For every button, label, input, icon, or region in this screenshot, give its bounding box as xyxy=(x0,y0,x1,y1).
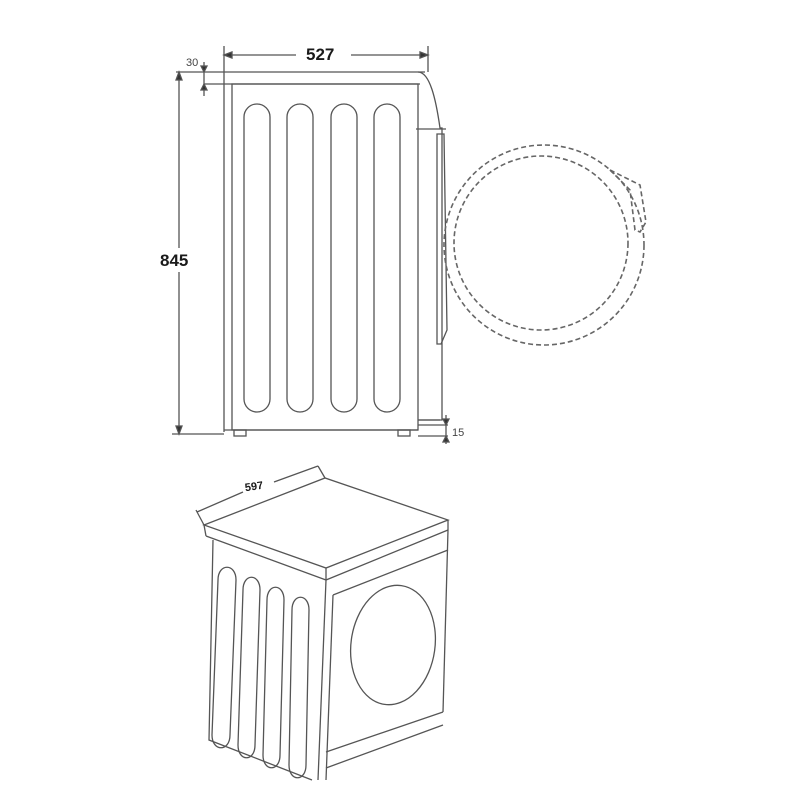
door-swing-dashed xyxy=(443,144,647,346)
side-view xyxy=(172,46,451,444)
iso-view xyxy=(195,465,450,781)
height-dimension-label: 845 xyxy=(160,251,189,270)
width-dimension-label: 527 xyxy=(306,45,335,64)
foot-height-dimension-label: 15 xyxy=(452,427,465,439)
top-offset-dimension-label: 30 xyxy=(186,57,199,69)
